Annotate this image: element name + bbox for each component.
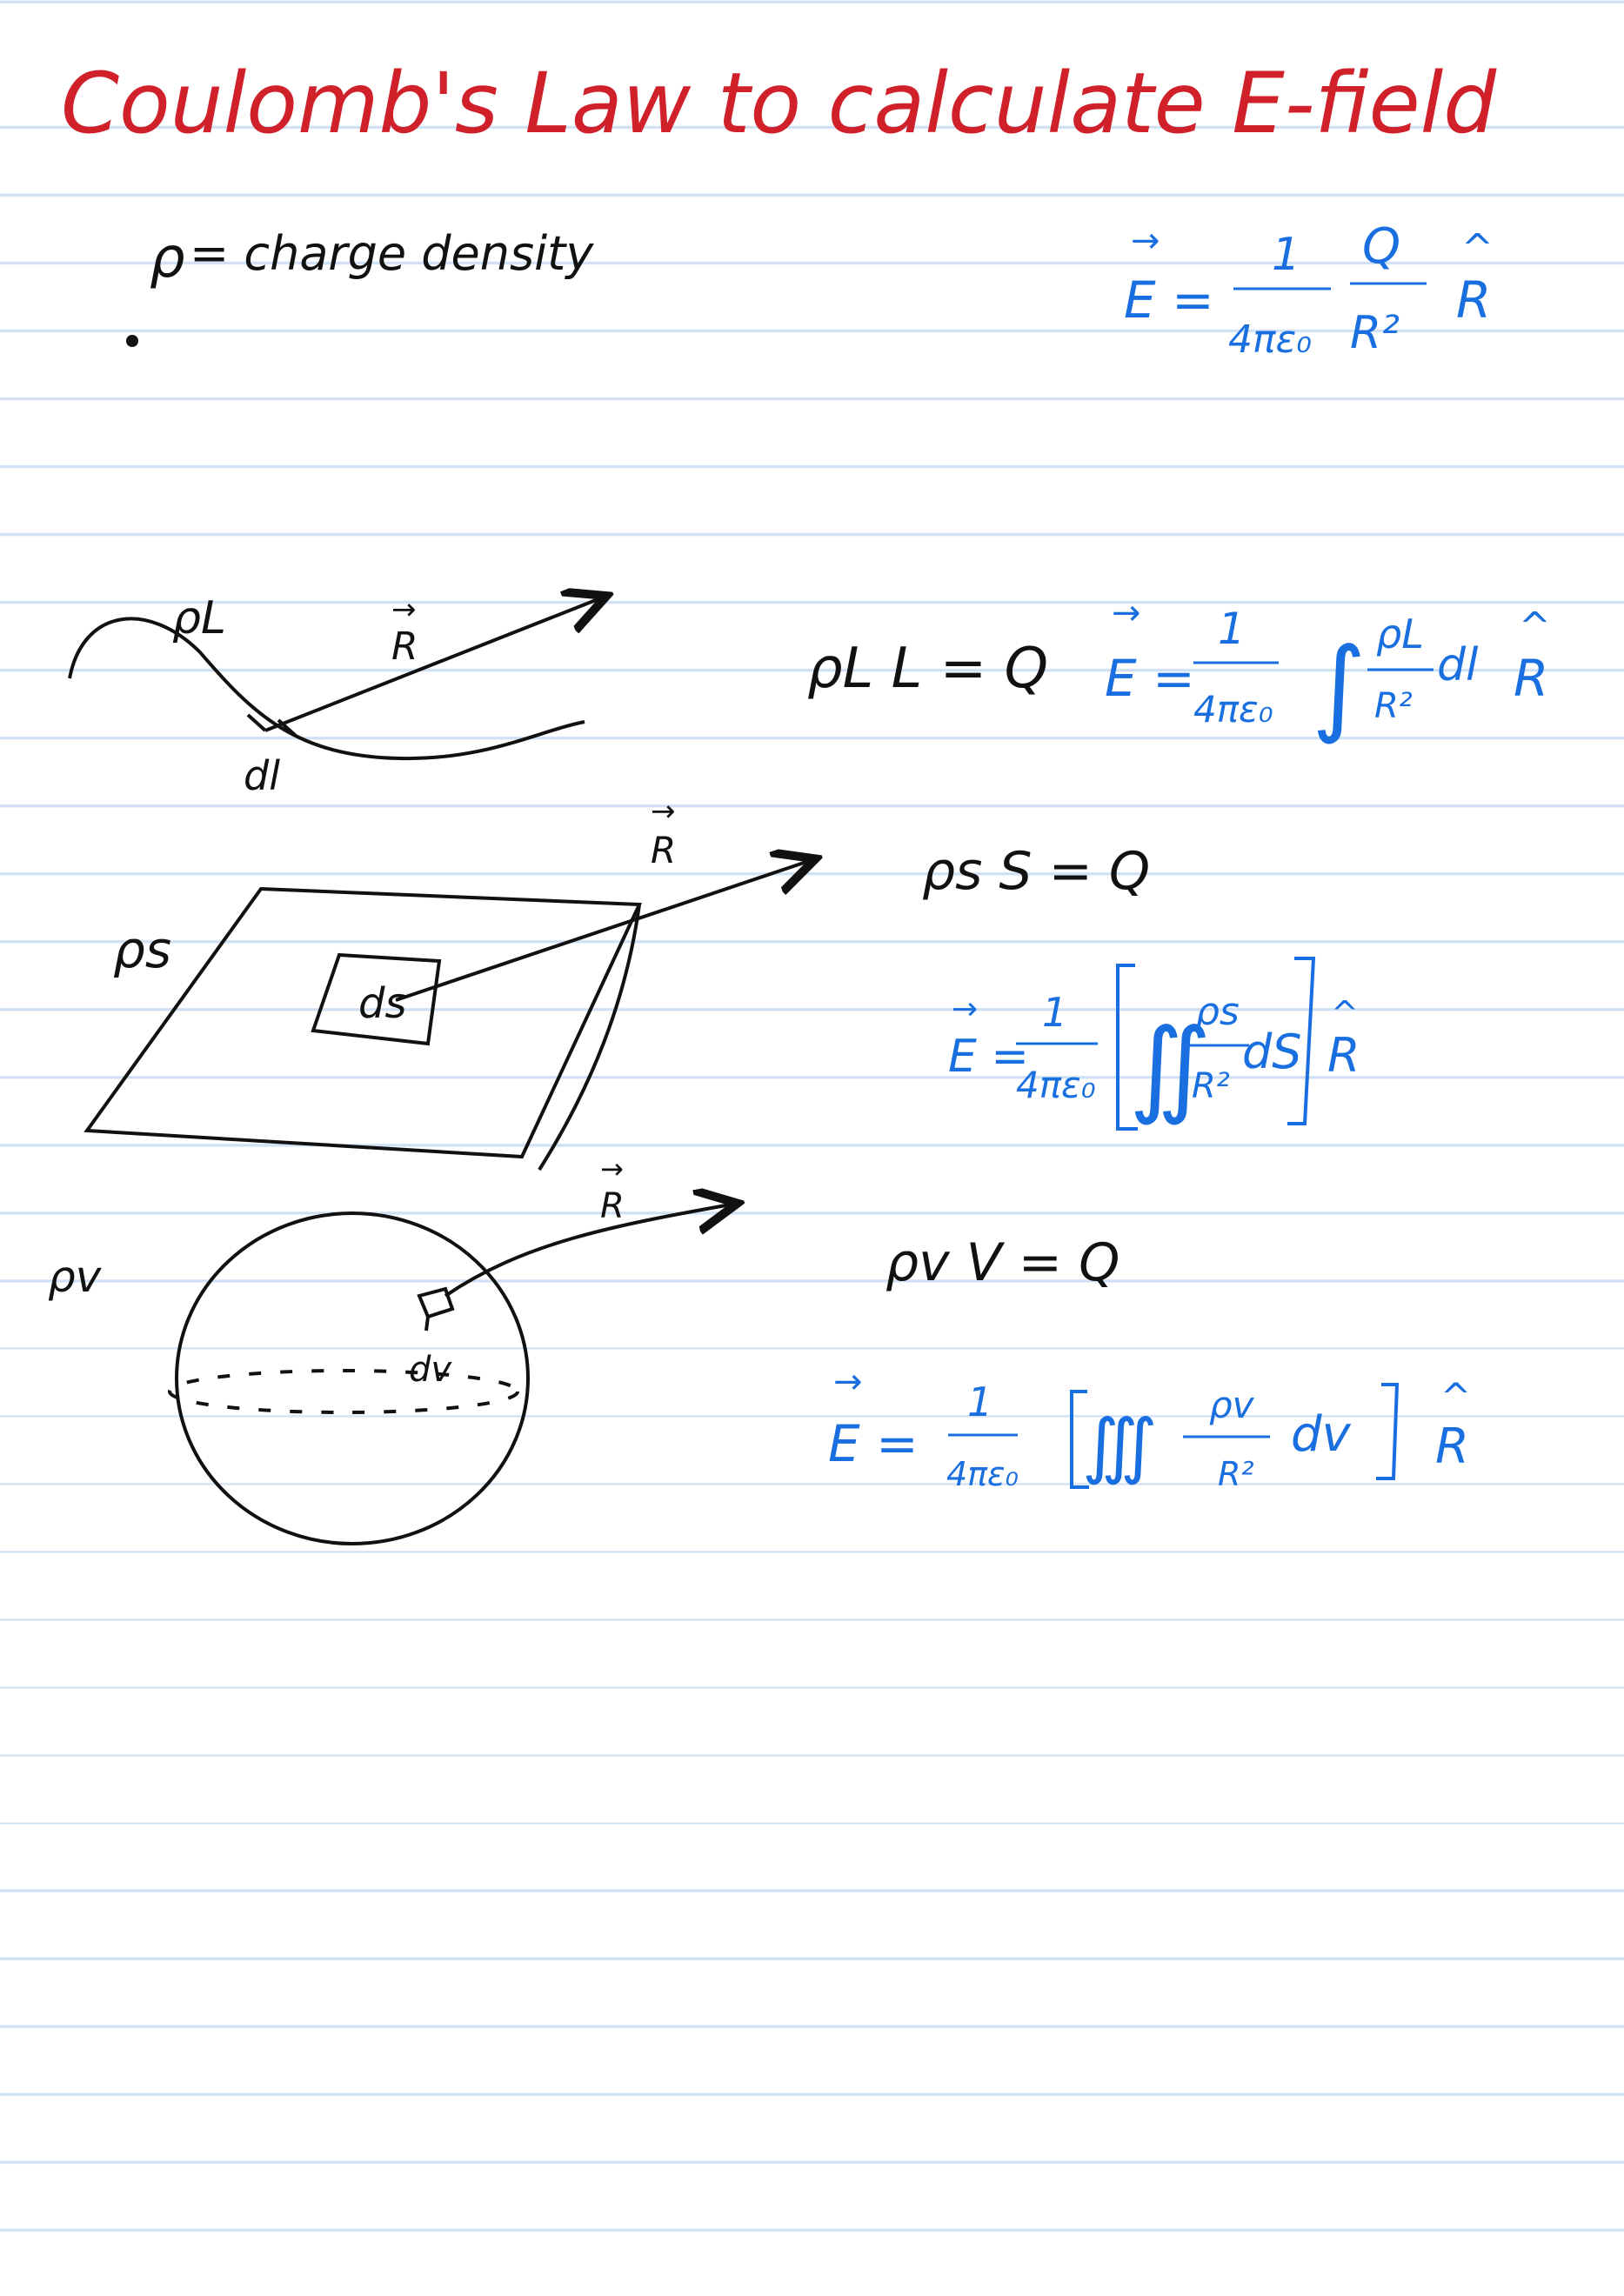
hat-icon: ^ — [1331, 994, 1359, 1032]
surface-sheet-edge — [538, 904, 641, 1171]
r-vector-mark-icon: → — [391, 592, 417, 627]
right-bracket — [1376, 1383, 1400, 1480]
volume-charge-diagram — [168, 1205, 731, 1545]
surface-charge-formula: E = → 1 4πε₀ ∬ ρs R² dS R ^ — [948, 957, 1360, 1131]
dv-label: dv — [409, 1350, 452, 1390]
frac-den: R² — [1374, 686, 1413, 726]
surface-charge-diagram — [84, 861, 809, 1171]
coef-num: 1 — [1218, 604, 1246, 654]
dv-element-cube — [417, 1286, 455, 1332]
line-charge-formula: E = → 1 4πε₀ ∫ ρL R² dl R ^ — [1105, 593, 1551, 747]
rho-l-label: ρL — [172, 592, 226, 644]
rho-symbol: ρ — [150, 226, 185, 290]
frac-num: ρs — [1195, 990, 1240, 1034]
frac-den: R² — [1192, 1066, 1230, 1106]
charge-density-definition: ρ = charge density — [126, 226, 594, 347]
right-bracket — [1287, 957, 1316, 1125]
definition-text: = charge density — [190, 226, 594, 281]
r-label: R — [600, 1186, 625, 1226]
coef-num: 1 — [1272, 229, 1300, 281]
frac-den: R² — [1350, 307, 1400, 359]
coef-den: 4πε₀ — [1193, 688, 1273, 731]
rho-s-label: ρs — [113, 920, 171, 979]
point-charge-formula: E = → 1 4πε₀ Q R² R ^ — [1124, 218, 1494, 362]
left-bracket — [1116, 964, 1138, 1131]
unit-vector: R — [1327, 1028, 1360, 1083]
differential: dS — [1242, 1025, 1302, 1079]
r-vector-arrow — [444, 1205, 731, 1298]
r-label: R — [391, 624, 418, 669]
frac-num: ρv — [1209, 1384, 1255, 1426]
line-relation: ρL L = Q — [807, 637, 1048, 701]
bullet-dot — [126, 335, 138, 347]
formula-lhs: E = — [1124, 270, 1214, 330]
vector-arrow-icon: → — [1112, 593, 1141, 633]
line-charge-diagram — [68, 598, 600, 761]
ds-element-box — [311, 952, 442, 1046]
formula-lhs: E = — [828, 1414, 919, 1473]
vector-arrow-icon: → — [833, 1362, 863, 1402]
unit-vector: R — [1514, 649, 1548, 708]
dl-label: dl — [244, 752, 280, 799]
frac-num: Q — [1362, 218, 1400, 275]
vector-arrow-icon: → — [1131, 221, 1160, 261]
coef-den: 4πε₀ — [1016, 1064, 1096, 1106]
integral-symbol: ∭ — [1082, 1405, 1158, 1487]
r-vector-arrow — [395, 861, 809, 1002]
hat-icon: ^ — [1461, 226, 1494, 270]
sphere-equator-dashed — [168, 1369, 519, 1414]
line-charge-curve — [68, 617, 585, 761]
coef-num: 1 — [967, 1378, 992, 1425]
r-vector-mark-icon: → — [600, 1152, 624, 1185]
page-title: Coulomb's Law to calculate E-field — [61, 55, 1497, 152]
integral-symbol: ∬ — [1129, 1007, 1212, 1128]
coef-den: 4πε₀ — [1228, 317, 1312, 362]
differential: dl — [1437, 639, 1479, 691]
coef-den: 4πε₀ — [946, 1455, 1019, 1493]
sphere-outline — [175, 1211, 530, 1545]
formula-lhs: E = — [1105, 649, 1195, 708]
formula-lhs: E = — [948, 1031, 1029, 1083]
unit-vector: R — [1435, 1418, 1469, 1475]
ds-label: ds — [358, 979, 406, 1028]
r-vector-mark-icon: → — [651, 794, 676, 829]
frac-den: R² — [1218, 1455, 1254, 1493]
volume-relation: ρv V = Q — [886, 1232, 1119, 1293]
hat-icon: ^ — [1519, 604, 1551, 649]
differential: dv — [1291, 1406, 1352, 1463]
volume-charge-formula: E = → 1 4πε₀ ∭ ρv R² dv R ^ — [828, 1362, 1471, 1493]
integral-symbol: ∫ — [1312, 626, 1367, 747]
r-vector-arrow — [264, 598, 600, 732]
r-label: R — [651, 829, 676, 871]
surface-relation: ρs S = Q — [922, 841, 1150, 902]
rho-v-label: ρv — [48, 1251, 103, 1302]
coef-num: 1 — [1042, 989, 1067, 1036]
left-bracket — [1070, 1390, 1089, 1489]
surface-sheet — [84, 886, 643, 1159]
vector-arrow-icon: → — [952, 991, 978, 1027]
hat-icon: ^ — [1440, 1375, 1471, 1418]
unit-vector: R — [1456, 270, 1491, 330]
frac-num: ρL — [1376, 611, 1424, 657]
